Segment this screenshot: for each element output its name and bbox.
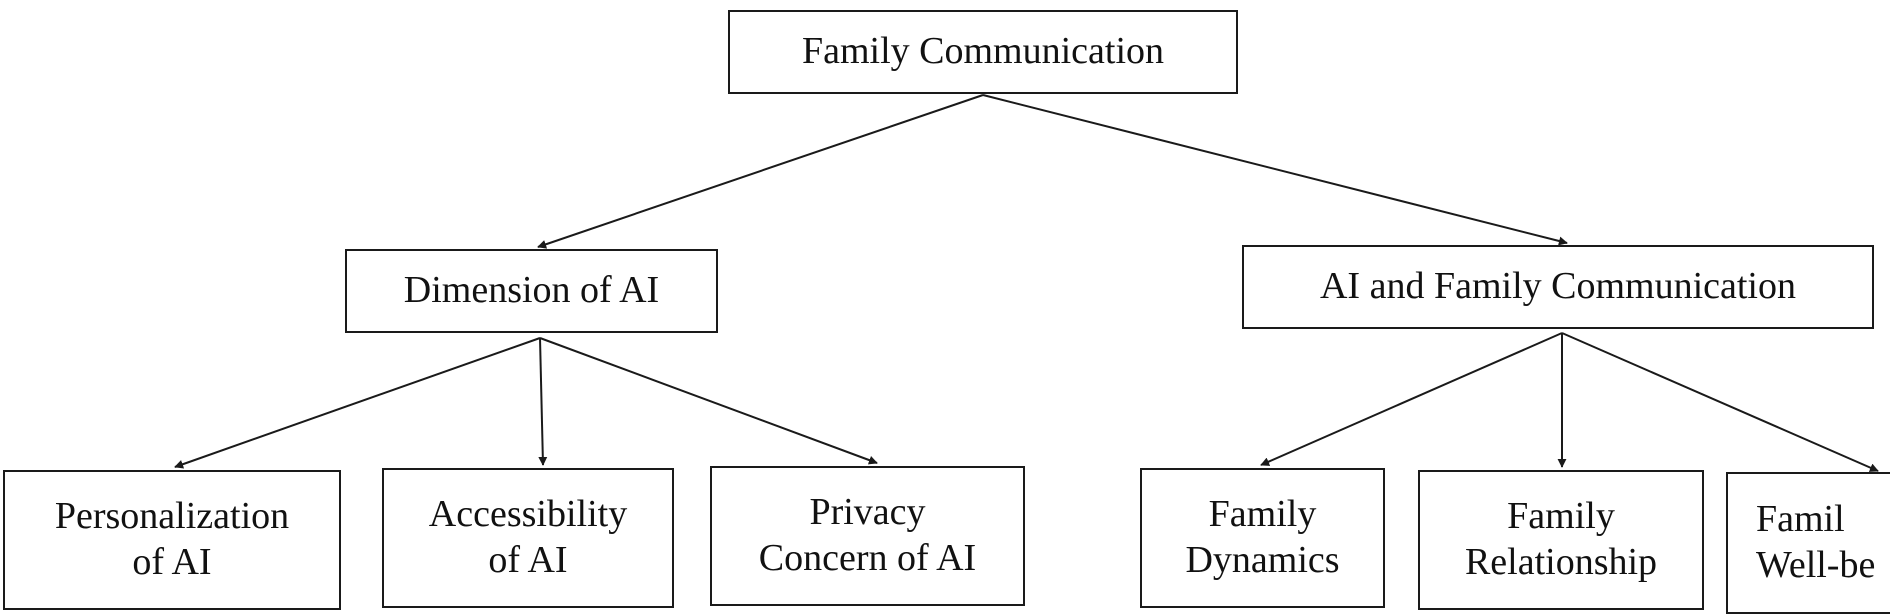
leaf-node-accessibility-of-ai: Accessibility of AI — [382, 468, 674, 608]
arrow-dimension-to-privacy-concern — [539, 337, 878, 465]
leaf-node-family-well-being: Famil Well-be — [1726, 472, 1890, 614]
leaf-label-line-2: of AI — [132, 541, 212, 583]
leaf-label-line-1: Personalization — [54, 495, 290, 538]
arrow-root-to-ai-and-family-communication — [982, 94, 1568, 246]
branch-node-ai-and-family-communication: AI and Family Communication — [1242, 245, 1874, 329]
arrow-dimension-to-accessibility — [538, 337, 548, 466]
leaf-label-line-2: Concern of AI — [758, 537, 977, 579]
root-label: Family Communication — [801, 30, 1165, 73]
root-node-family-communication: Family Communication — [728, 10, 1238, 94]
leaf-label-line-2: Relationship — [1464, 541, 1658, 583]
leaf-label-line-1: Famil — [1756, 498, 1845, 541]
leaf-node-family-dynamics: Family Dynamics — [1140, 468, 1385, 608]
leaf-label-line-1: Family — [1507, 495, 1615, 538]
arrow-dimension-to-personalization — [174, 337, 541, 469]
leaf-node-family-relationship: Family Relationship — [1418, 470, 1704, 610]
branch-node-dimension-of-ai: Dimension of AI — [345, 249, 718, 333]
leaf-node-personalization-of-ai: Personalization of AI — [3, 470, 341, 610]
leaf-label-line-1: Accessibility — [428, 493, 628, 536]
branch-label-dimension-of-ai: Dimension of AI — [403, 269, 660, 312]
arrow-aifc-to-family-dynamics — [1260, 332, 1563, 466]
branch-label-ai-and-family-communication: AI and Family Communication — [1319, 265, 1796, 308]
leaf-label-line-2: of AI — [488, 539, 568, 581]
arrow-root-to-dimension-of-ai — [537, 94, 984, 249]
leaf-label-line-2: Dynamics — [1185, 539, 1340, 581]
leaf-node-privacy-concern-of-ai: Privacy Concern of AI — [710, 466, 1025, 606]
leaf-label-line-1: Privacy — [809, 491, 926, 534]
arrow-aifc-to-family-well-being — [1561, 332, 1879, 472]
leaf-label-line-1: Family — [1208, 493, 1317, 536]
leaf-label-line-2: Well-be — [1756, 544, 1876, 586]
